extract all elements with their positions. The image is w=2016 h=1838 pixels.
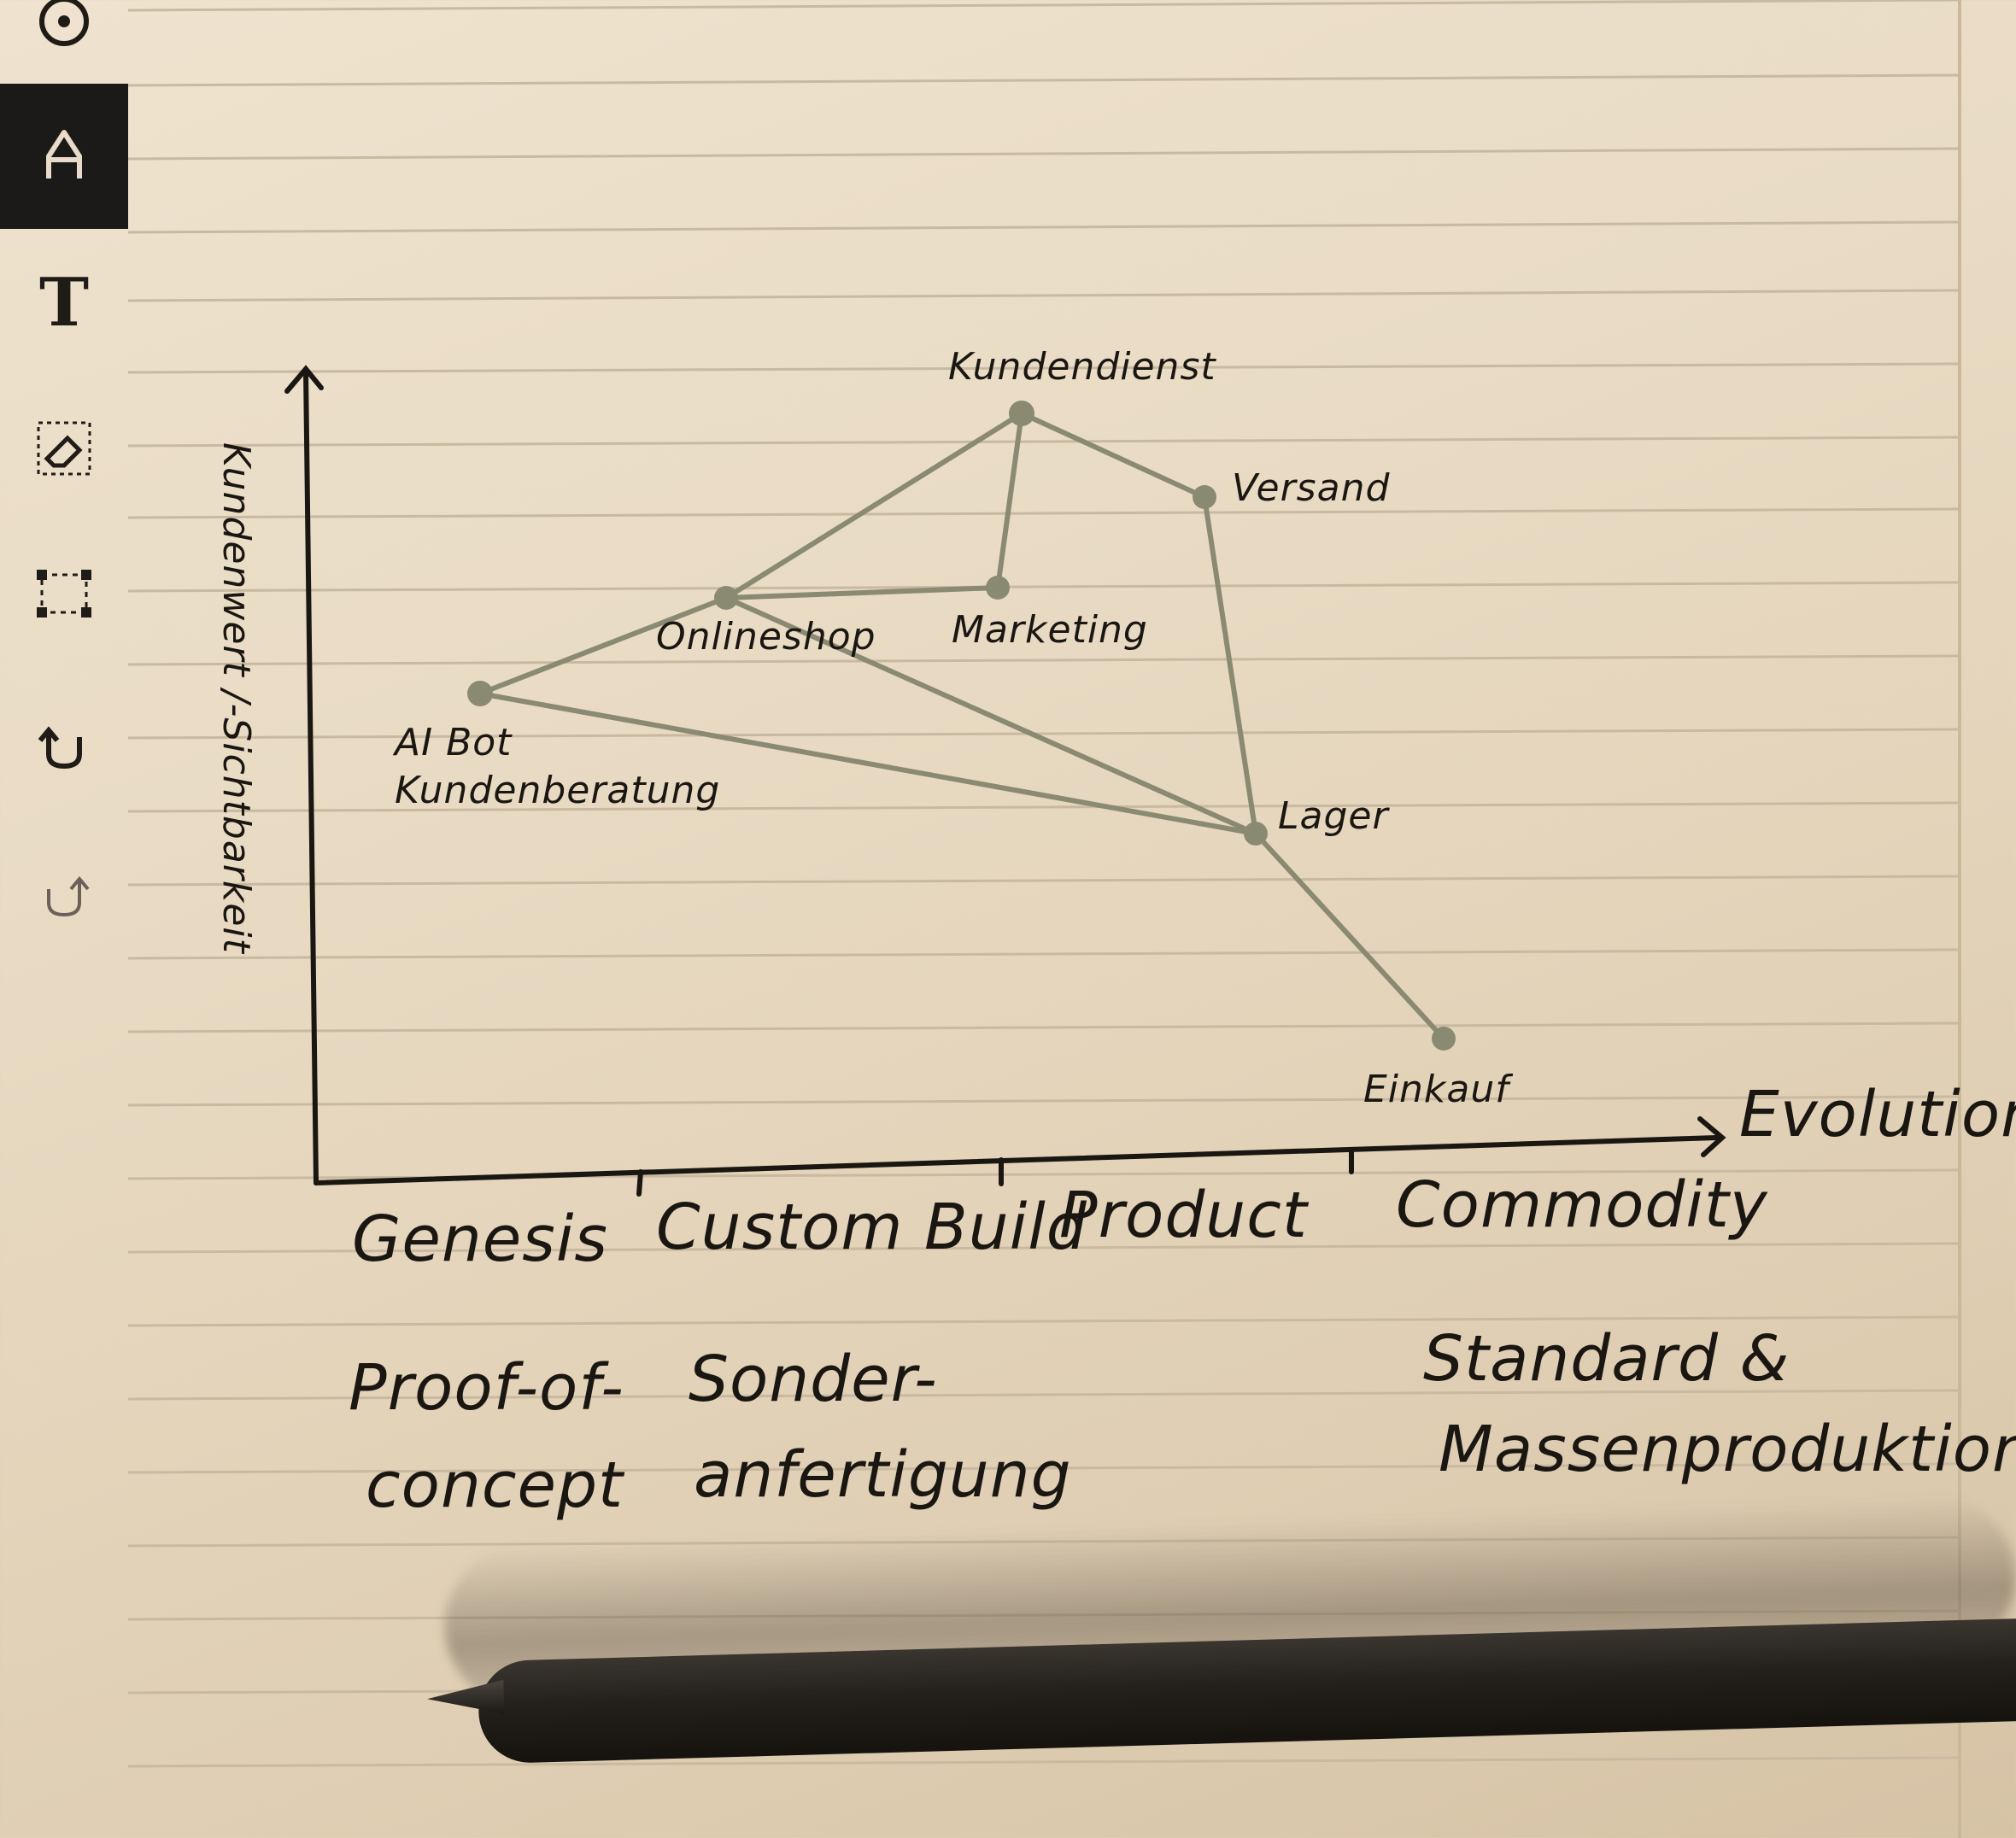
link-onlineshop-lager	[724, 595, 1258, 836]
node-versand[interactable]	[1193, 485, 1216, 509]
stage-product: Product	[1059, 1179, 1310, 1252]
redo-icon[interactable]	[0, 839, 128, 950]
x-tick-1	[636, 1169, 643, 1197]
stage-note-commodity-line2: Massenproduktion	[1439, 1413, 2016, 1486]
node-ai-bot[interactable]	[467, 681, 493, 706]
link-ai-bot-onlineshop	[478, 595, 729, 696]
pen-icon[interactable]	[0, 84, 128, 229]
link-kundendienst-versand	[1019, 411, 1207, 500]
stage-custom-build: Custom Build	[656, 1191, 1087, 1264]
stage-note-genesis-line2: concept	[366, 1449, 625, 1522]
y-axis-arrowhead	[284, 365, 324, 394]
node-label-marketing: Marketing	[952, 608, 1148, 652]
x-axis-arrowhead	[1697, 1116, 1726, 1157]
link-onlineshop-marketing	[724, 585, 1000, 600]
link-onlineshop-kundendienst	[724, 411, 1024, 600]
node-lager[interactable]	[1244, 822, 1268, 846]
mode-icon[interactable]	[0, 0, 128, 77]
node-kundendienst[interactable]	[1009, 401, 1034, 426]
node-label-ai-bot: AI Bot	[392, 721, 513, 764]
node-label-onlineshop: Onlineshop	[656, 615, 876, 659]
selection-icon[interactable]	[0, 538, 128, 649]
x-axis-line	[314, 1135, 1720, 1185]
toolbar: T	[0, 0, 128, 1025]
stage-commodity: Commodity	[1396, 1168, 1768, 1242]
stage-note-commodity-line1: Standard &	[1423, 1322, 1790, 1396]
link-ai-bot-lager	[478, 691, 1258, 836]
stage-genesis: Genesis	[352, 1203, 608, 1276]
map-nodes	[467, 401, 1456, 1051]
node-label-einkauf: Einkauf	[1363, 1068, 1514, 1111]
stage-note-custom-line1: Sonder-	[689, 1343, 938, 1416]
stage-note-custom-line2: anfertigung	[694, 1438, 1072, 1512]
undo-icon[interactable]	[0, 690, 128, 801]
stage-note-genesis-line1: Proof-of-	[349, 1351, 624, 1425]
node-label-ai-bot-line2: Kundenberatung	[395, 769, 720, 812]
link-lager-einkauf	[1253, 831, 1446, 1041]
x-axis-label: Evolution	[1739, 1078, 2016, 1151]
node-label-lager: Lager	[1278, 794, 1390, 838]
link-versand-lager	[1202, 495, 1258, 836]
node-marketing[interactable]	[986, 576, 1010, 600]
node-einkauf[interactable]	[1432, 1027, 1456, 1051]
node-label-kundendienst: Kundendienst	[948, 345, 1216, 389]
y-axis-label: Kundenwert /-Sichtbarkeit	[214, 442, 258, 955]
eraser-icon[interactable]	[0, 393, 128, 504]
text-tool-icon[interactable]: T	[0, 248, 128, 359]
text-tool-glyph: T	[38, 264, 90, 342]
node-label-versand: Versand	[1232, 466, 1390, 510]
y-axis-line	[303, 369, 319, 1185]
ruled-lines	[127, 0, 1959, 1768]
map-axes	[284, 365, 1726, 1197]
link-marketing-kundendienst	[995, 411, 1024, 590]
page-edge	[1958, 0, 1961, 1838]
map-connections	[478, 411, 1446, 1041]
node-onlineshop[interactable]	[714, 586, 738, 610]
